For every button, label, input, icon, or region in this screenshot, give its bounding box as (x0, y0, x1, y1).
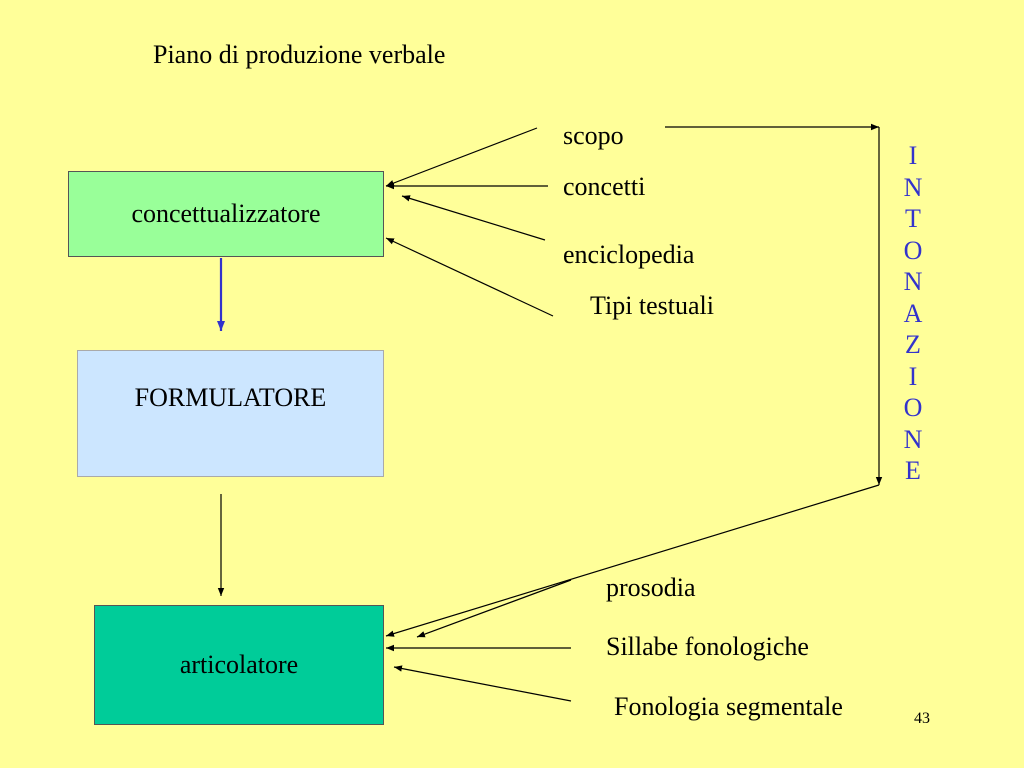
intonazione-letter: E (905, 456, 921, 485)
page-number: 43 (914, 710, 930, 727)
intonazione-letter: T (905, 204, 921, 233)
concettualizzatore-box: concettualizzatore (68, 171, 384, 257)
arrow-fonologia-to-artic (393, 665, 572, 702)
concettualizzatore-label: concettualizzatore (131, 199, 321, 228)
label-fonologia: Fonologia segmentale (614, 692, 843, 721)
label-concetti: concetti (563, 172, 646, 201)
arrow-tipi-to-concept (385, 237, 554, 317)
label-prosodia: prosodia (606, 573, 696, 602)
intonazione-letter: O (903, 235, 923, 265)
label-scopo: scopo (563, 121, 624, 150)
label-sillabe: Sillabe fonologiche (606, 632, 809, 661)
intonazione-letter: N (903, 424, 923, 454)
formulatore-box: FORMULATORE (77, 350, 384, 477)
intonazione-letter: O (903, 393, 923, 422)
intonazione-letter: I (908, 361, 918, 391)
formulatore-label: FORMULATORE (134, 383, 327, 412)
arrow-enciclopedia-to-concept (401, 195, 546, 241)
articolatore-label: articolatore (179, 650, 299, 679)
arrow-prosodia-to-artic (416, 579, 572, 638)
arrow-scopo-to-concept (385, 127, 538, 187)
intonazione-letter: A (903, 298, 923, 328)
intonazione-letter: N (903, 267, 923, 296)
label-enciclopedia: enciclopedia (563, 240, 695, 269)
articolatore-box: articolatore (94, 605, 384, 725)
label-tipi-testuali: Tipi testuali (590, 291, 715, 320)
intonazione-letter: N (903, 172, 923, 202)
intonazione-letter: Z (905, 330, 921, 359)
intonazione-letter: I (908, 141, 918, 170)
page-title: Piano di produzione verbale (153, 40, 446, 69)
arrow-intonazione-to-artic (385, 484, 880, 637)
